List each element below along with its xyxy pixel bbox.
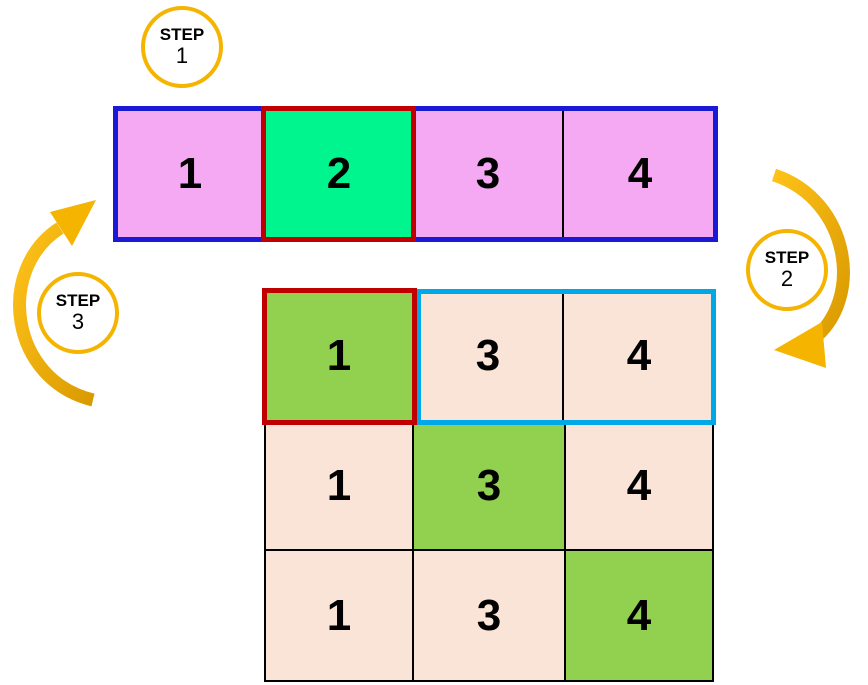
grid-cell-r2-c3: 4: [564, 422, 714, 551]
step-2-number: 2: [780, 266, 794, 291]
step-3-label: STEP: [55, 291, 101, 310]
grid-cell-r1-c1: 1: [264, 290, 414, 422]
top-cell-1: 1: [115, 108, 265, 240]
grid-cell-r1-c3: 4: [564, 290, 714, 422]
step-1-number: 1: [175, 43, 189, 68]
grid-cell-r2-c2: 3: [414, 422, 564, 551]
step-3-arrow-icon: [13, 200, 96, 407]
top-cell-3: 3: [414, 108, 564, 240]
grid-cell-r3-c1: 1: [264, 551, 414, 682]
step-1-label: STEP: [159, 25, 205, 44]
step-2-arrow-icon: [771, 168, 850, 368]
step-1-badge: STEP 1: [141, 6, 223, 88]
step-3-number: 3: [71, 309, 85, 334]
step-3-badge: STEP 3: [37, 272, 119, 354]
grid-cell-r3-c2: 3: [414, 551, 564, 682]
grid-cell-r2-c1: 1: [264, 422, 414, 551]
step-2-badge: STEP 2: [746, 229, 828, 311]
grid-cell-r3-c3: 4: [564, 551, 714, 682]
grid-cell-r1-c2: 3: [414, 290, 564, 422]
top-cell-4: 4: [564, 108, 716, 240]
top-cell-2: 2: [264, 108, 414, 240]
step-2-label: STEP: [764, 248, 810, 267]
